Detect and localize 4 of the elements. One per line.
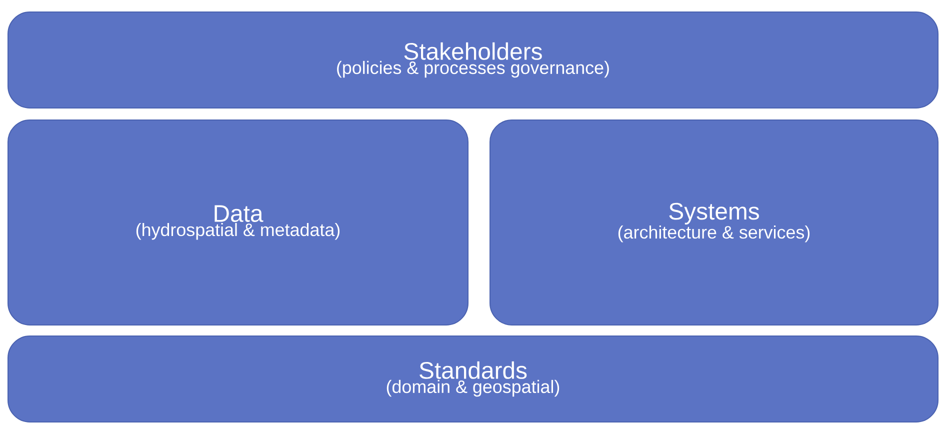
layer-box: Data (hydrospatial & metadata) [8, 120, 468, 326]
layer-box: Systems (architecture & services) [490, 120, 938, 326]
layer-box: Standards (domain & geospatial) [8, 336, 939, 422]
layer-box: Stakeholders (policies & processes governance) [8, 12, 939, 108]
